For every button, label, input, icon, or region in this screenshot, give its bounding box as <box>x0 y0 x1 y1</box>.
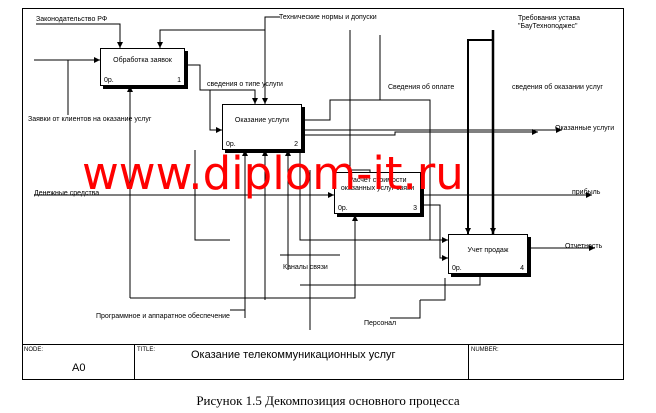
diagram-footer: NODE: A0 TITLE: Оказание телекоммуникаци… <box>22 344 624 380</box>
arrowheads <box>94 42 595 261</box>
activity-box-4[interactable]: Учет продаж 0р. 4 <box>448 234 528 274</box>
label-reporting: Отчетность <box>565 243 603 250</box>
activity-cost: 0р. <box>226 141 236 148</box>
activity-title: Учет продаж <box>467 247 509 254</box>
footer-title-value: Оказание телекоммуникационных услуг <box>191 349 396 361</box>
label-tech-norms: Технические нормы и допуски <box>279 14 377 21</box>
label-staff: Персонал <box>364 320 397 327</box>
label-channels: Каналы связи <box>283 264 328 271</box>
footer-node-label: NODE: <box>24 347 44 353</box>
label-services-out: Оказанные услуги <box>555 125 615 132</box>
activity-cost: 0р. <box>452 265 462 272</box>
footer-number-cell: NUMBER: <box>468 345 624 380</box>
label-payment-info: Сведения об оплате <box>388 84 455 91</box>
activity-title: Расчет стоимости оказанных услуг связи <box>340 177 415 192</box>
label-requests: Заявки от клиентов на оказание услуг <box>28 116 152 123</box>
activity-number: 2 <box>294 141 298 148</box>
label-law: Законодательство РФ <box>36 16 108 23</box>
label-money: Денежные средства <box>34 190 100 197</box>
diagram-frame <box>22 8 624 380</box>
label-software: Программное и аппаратное обеспечение <box>96 313 230 320</box>
footer-title-label: TITLE: <box>137 347 156 353</box>
activity-number: 3 <box>413 205 417 212</box>
footer-node-value: A0 <box>72 362 86 374</box>
activity-number: 4 <box>520 265 524 272</box>
label-service-info: сведения об оказании услуг <box>512 84 603 91</box>
watermark-text: www.diplom-it.ru <box>82 147 464 200</box>
activity-title: Оказание услуги <box>234 117 290 124</box>
label-charter: Требования устава "БауТехноподжес" <box>518 15 581 30</box>
activity-title: Обработка заявок <box>113 57 172 64</box>
figure-caption: Рисунок 1.5 Декомпозиция основного проце… <box>196 393 460 408</box>
label-service-type: сведения о типе услуги <box>207 81 283 88</box>
footer-title-cell: TITLE: Оказание телекоммуникационных усл… <box>134 345 468 380</box>
arrow-law <box>36 23 121 48</box>
activity-cost: 0р. <box>338 205 348 212</box>
footer-node-cell: NODE: A0 <box>22 345 134 380</box>
label-profit: прибыль <box>572 189 601 196</box>
activity-box-2[interactable]: Оказание услуги 0р. 2 <box>222 104 302 150</box>
arrow-tech-norms <box>264 16 280 104</box>
activity-box-3[interactable]: Расчет стоимости оказанных услуг связи 0… <box>334 172 421 214</box>
activity-cost: 0р. <box>104 77 114 84</box>
footer-number-label: NUMBER: <box>471 347 499 353</box>
activity-number: 1 <box>177 77 181 84</box>
activity-box-1[interactable]: Обработка заявок 0р. 1 <box>100 48 185 86</box>
